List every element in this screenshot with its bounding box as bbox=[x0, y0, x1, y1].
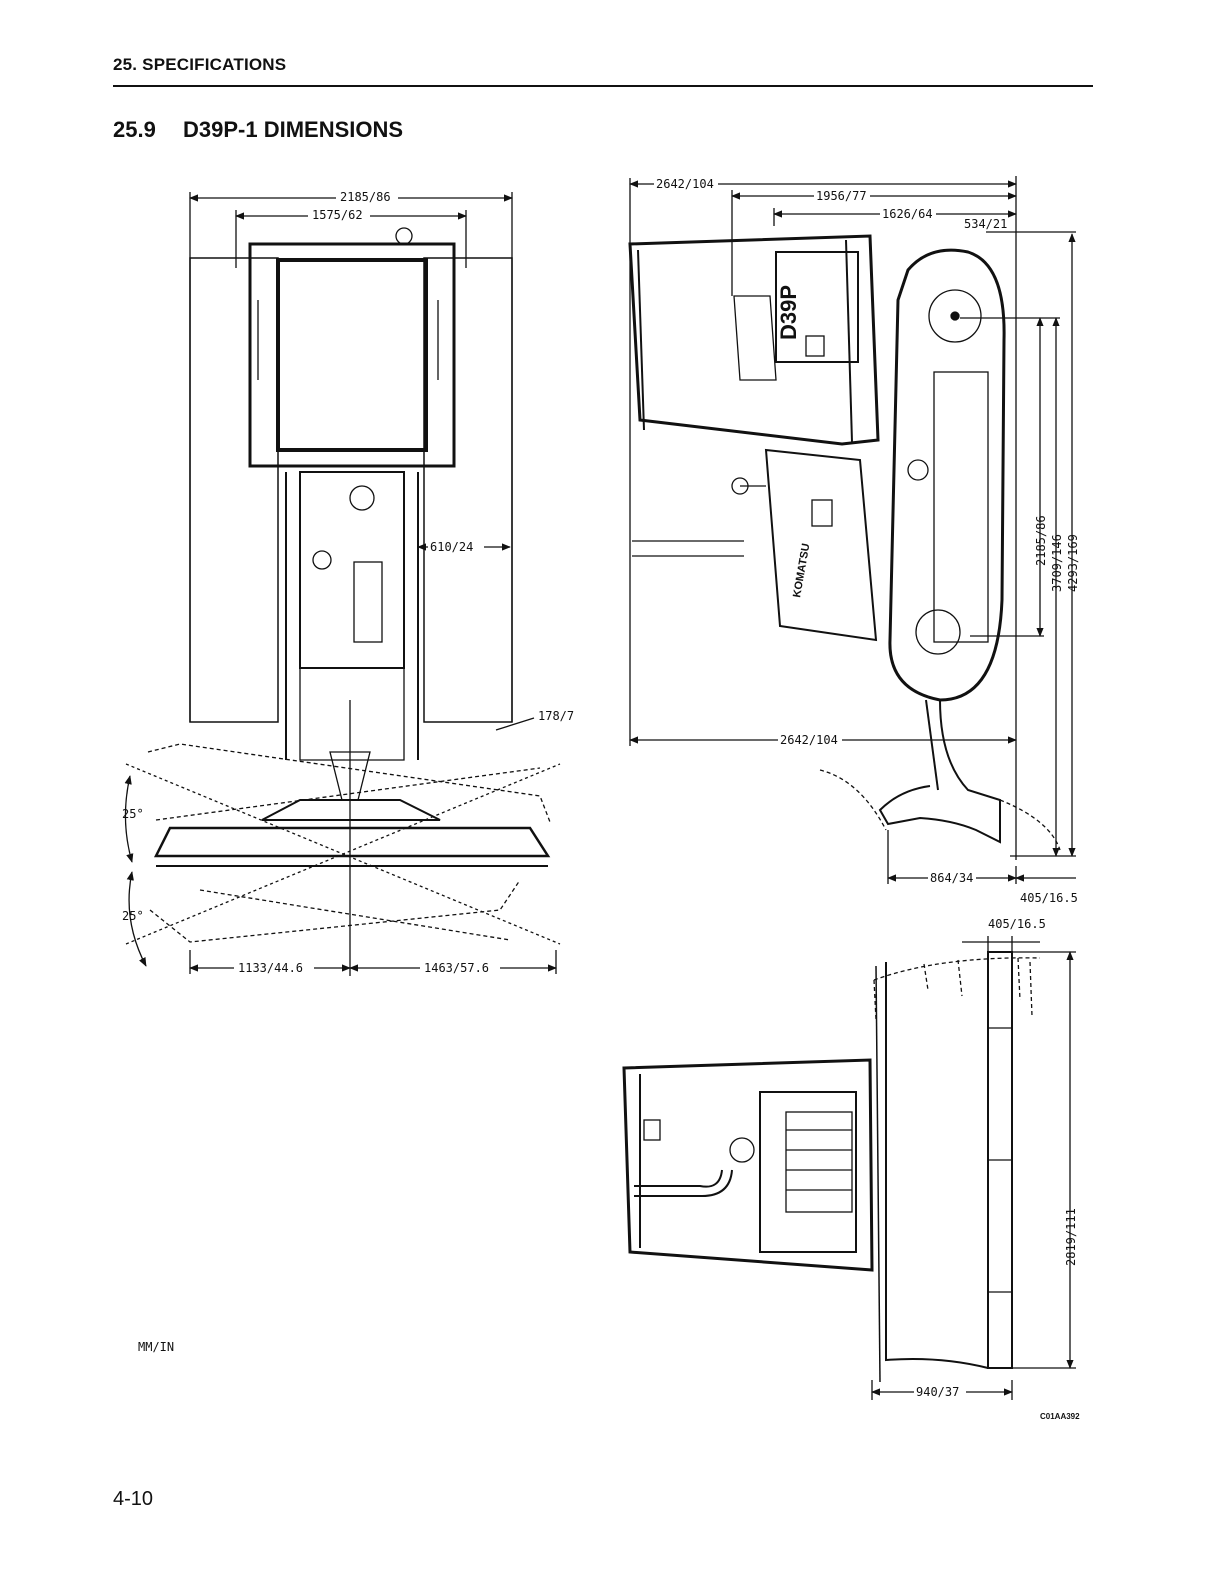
dim-height-2185: 2185/86 bbox=[1034, 515, 1048, 566]
dim-blade-offset-side: 405/16.5 bbox=[1020, 891, 1078, 905]
dim-blade-offset-top: 405/16.5 bbox=[988, 917, 1046, 931]
dim-width-overall: 2185/86 bbox=[340, 190, 391, 204]
dim-length-top: 2642/104 bbox=[656, 177, 714, 191]
dim-tilt-down: 25° bbox=[122, 909, 144, 923]
brand-label: KOMATSU bbox=[791, 542, 812, 598]
dim-track-width: 610/24 bbox=[430, 540, 473, 554]
dim-length-1956: 1956/77 bbox=[816, 189, 867, 203]
dim-height-3709: 3709/146 bbox=[1050, 534, 1064, 592]
front-view bbox=[125, 192, 560, 976]
figure-code: C01AA392 bbox=[1040, 1412, 1080, 1421]
dim-depth: 940/37 bbox=[916, 1385, 959, 1399]
dim-length-bottom: 2642/104 bbox=[780, 733, 838, 747]
model-label: D39P bbox=[776, 285, 801, 340]
dim-blade-left: 1133/44.6 bbox=[238, 961, 303, 975]
dim-ground-clearance: 178/7 bbox=[538, 709, 574, 723]
top-view-labels: 405/16.5 2819/111 940/37 bbox=[914, 917, 1078, 1399]
dim-width-inner: 1575/62 bbox=[312, 208, 363, 222]
dim-blade-width: 2819/111 bbox=[1064, 1208, 1078, 1266]
dim-length-534: 534/21 bbox=[964, 217, 1007, 231]
dim-tilt-up: 25° bbox=[122, 807, 144, 821]
side-view bbox=[630, 176, 1076, 884]
dim-height-4293: 4293/169 bbox=[1066, 534, 1080, 592]
dim-blade-reach: 864/34 bbox=[930, 871, 973, 885]
units-note: MM/IN bbox=[138, 1340, 174, 1354]
dim-blade-right: 1463/57.6 bbox=[424, 961, 489, 975]
top-view bbox=[624, 936, 1076, 1400]
page-number: 4-10 bbox=[113, 1488, 153, 1511]
dim-length-1626: 1626/64 bbox=[882, 207, 933, 221]
